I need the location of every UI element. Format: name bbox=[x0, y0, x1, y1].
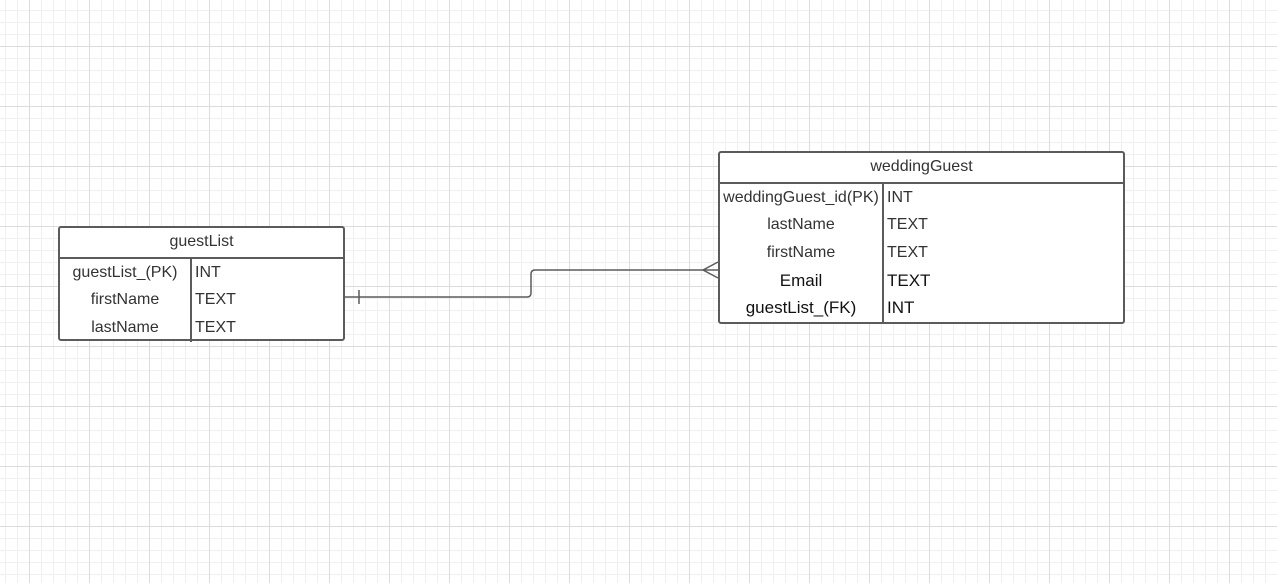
column-divider bbox=[882, 184, 884, 322]
attribute-type: INT bbox=[887, 188, 913, 206]
attribute-row[interactable]: firstName TEXT bbox=[60, 287, 343, 315]
many-cardinality-crowfoot bbox=[702, 261, 719, 279]
entity-attributes: weddingGuest_id(PK) INT lastName TEXT fi… bbox=[720, 184, 1123, 322]
attribute-name: firstName bbox=[766, 243, 836, 261]
relationship-line bbox=[345, 269, 718, 298]
attribute-type: TEXT bbox=[195, 291, 236, 309]
attribute-row[interactable]: Email TEXT bbox=[720, 267, 1123, 295]
entity-weddingguest[interactable]: weddingGuest weddingGuest_id(PK) INT las… bbox=[718, 151, 1125, 324]
attribute-row[interactable]: lastName TEXT bbox=[60, 314, 343, 342]
attribute-name: guestList_(PK) bbox=[72, 263, 178, 281]
attribute-row[interactable]: firstName TEXT bbox=[720, 239, 1123, 267]
entity-title: weddingGuest bbox=[720, 153, 1123, 184]
attribute-type: TEXT bbox=[195, 318, 236, 336]
attribute-type: TEXT bbox=[887, 270, 931, 290]
attribute-type: INT bbox=[195, 263, 221, 281]
attribute-name: Email bbox=[779, 270, 823, 290]
attribute-name: firstName bbox=[90, 291, 160, 309]
entity-title: guestList bbox=[60, 228, 343, 259]
attribute-name: lastName bbox=[91, 318, 159, 336]
attribute-row[interactable]: lastName TEXT bbox=[720, 212, 1123, 240]
attribute-name: guestList_(FK) bbox=[745, 298, 857, 318]
attribute-type: INT bbox=[887, 298, 915, 318]
column-divider bbox=[190, 259, 192, 342]
entity-attributes: guestList_(PK) INT firstName TEXT lastNa… bbox=[60, 259, 343, 342]
attribute-row[interactable]: weddingGuest_id(PK) INT bbox=[720, 184, 1123, 212]
entity-guestlist[interactable]: guestList guestList_(PK) INT firstName T… bbox=[58, 226, 345, 342]
attribute-row[interactable]: guestList_(FK) INT bbox=[720, 294, 1123, 322]
attribute-name: lastName bbox=[767, 216, 835, 234]
attribute-type: TEXT bbox=[887, 243, 928, 261]
attribute-name: weddingGuest_id(PK) bbox=[723, 188, 879, 206]
attribute-type: TEXT bbox=[887, 216, 928, 234]
attribute-row[interactable]: guestList_(PK) INT bbox=[60, 259, 343, 287]
